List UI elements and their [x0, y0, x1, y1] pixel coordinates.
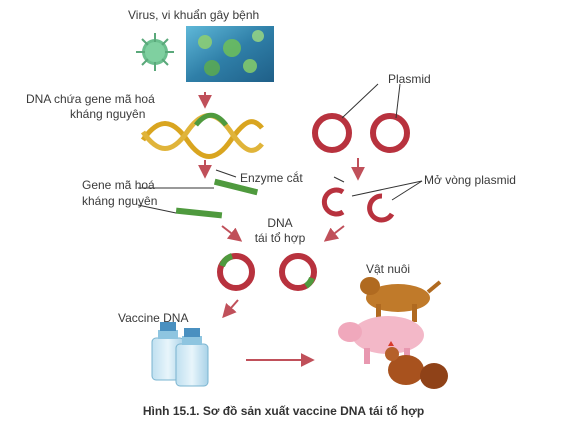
label-dna-gene-line1: DNA chứa gene mã hoá — [26, 92, 155, 106]
label-recomb-line2: tái tổ hợp — [254, 231, 306, 245]
recombinant-dna-icon — [217, 253, 317, 291]
label-gene-line2: kháng nguyên — [82, 194, 158, 208]
vaccine-bottle-icon — [151, 322, 209, 387]
open-plasmid-icon — [321, 187, 345, 217]
gene-fragment — [175, 178, 259, 219]
microscope-image-icon — [186, 26, 274, 82]
label-livestock: Vật nuôi — [366, 262, 411, 276]
chicken-icon — [385, 341, 448, 389]
arrow — [222, 299, 239, 319]
dna-helix-icon — [140, 112, 264, 159]
dog-icon — [360, 277, 442, 322]
label-enzyme: Enzyme cắt — [240, 171, 303, 185]
plasmid-icon — [370, 113, 410, 153]
label-plasmid: Plasmid — [388, 72, 431, 86]
virus-icon — [136, 33, 174, 71]
label-dna-gene-line2: kháng nguyên — [70, 107, 146, 121]
label-vaccine: Vaccine DNA — [118, 311, 189, 325]
plasmid-icon — [312, 113, 352, 153]
label-gene-line1: Gene mã hoá — [82, 178, 155, 192]
label-virus: Virus, vi khuẩn gây bệnh — [128, 8, 260, 22]
open-plasmid-icon — [367, 193, 395, 223]
label-open-plasmid: Mở vòng plasmid — [424, 173, 516, 187]
label-recomb-line1: DNA — [267, 216, 293, 230]
arrow — [221, 225, 243, 242]
arrow — [323, 225, 345, 242]
figure-caption: Hình 15.1. Sơ đồ sản xuất vaccine DNA tá… — [142, 404, 425, 418]
pointer-lines — [137, 83, 423, 214]
